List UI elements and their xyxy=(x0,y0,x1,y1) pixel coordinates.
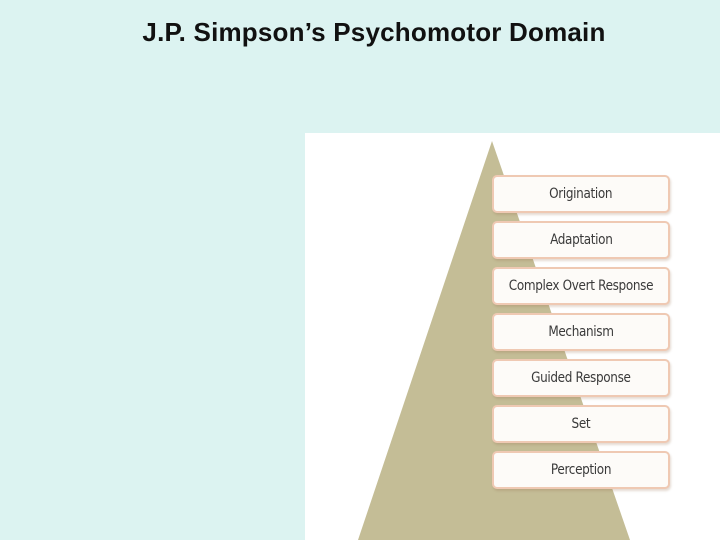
level-label: Perception xyxy=(550,462,612,478)
level-mechanism: Mechanism xyxy=(492,313,670,351)
slide-title: J.P. Simpson’s Psychomotor Domain xyxy=(142,17,606,47)
level-adaptation: Adaptation xyxy=(492,221,670,259)
level-label: Adaptation xyxy=(549,232,613,248)
level-set: Set xyxy=(492,405,670,443)
level-label: Mechanism xyxy=(548,324,614,340)
level-label: Guided Response xyxy=(531,370,631,386)
level-origination: Origination xyxy=(492,175,670,213)
level-label: Set xyxy=(571,416,591,432)
level-complex-overt-response: Complex Overt Response xyxy=(492,267,670,305)
pyramid-figure: Origination Adaptation Complex Overt Res… xyxy=(305,133,720,540)
level-label: Complex Overt Response xyxy=(508,278,654,294)
level-guided-response: Guided Response xyxy=(492,359,670,397)
level-label: Origination xyxy=(549,186,613,202)
level-perception: Perception xyxy=(492,451,670,489)
